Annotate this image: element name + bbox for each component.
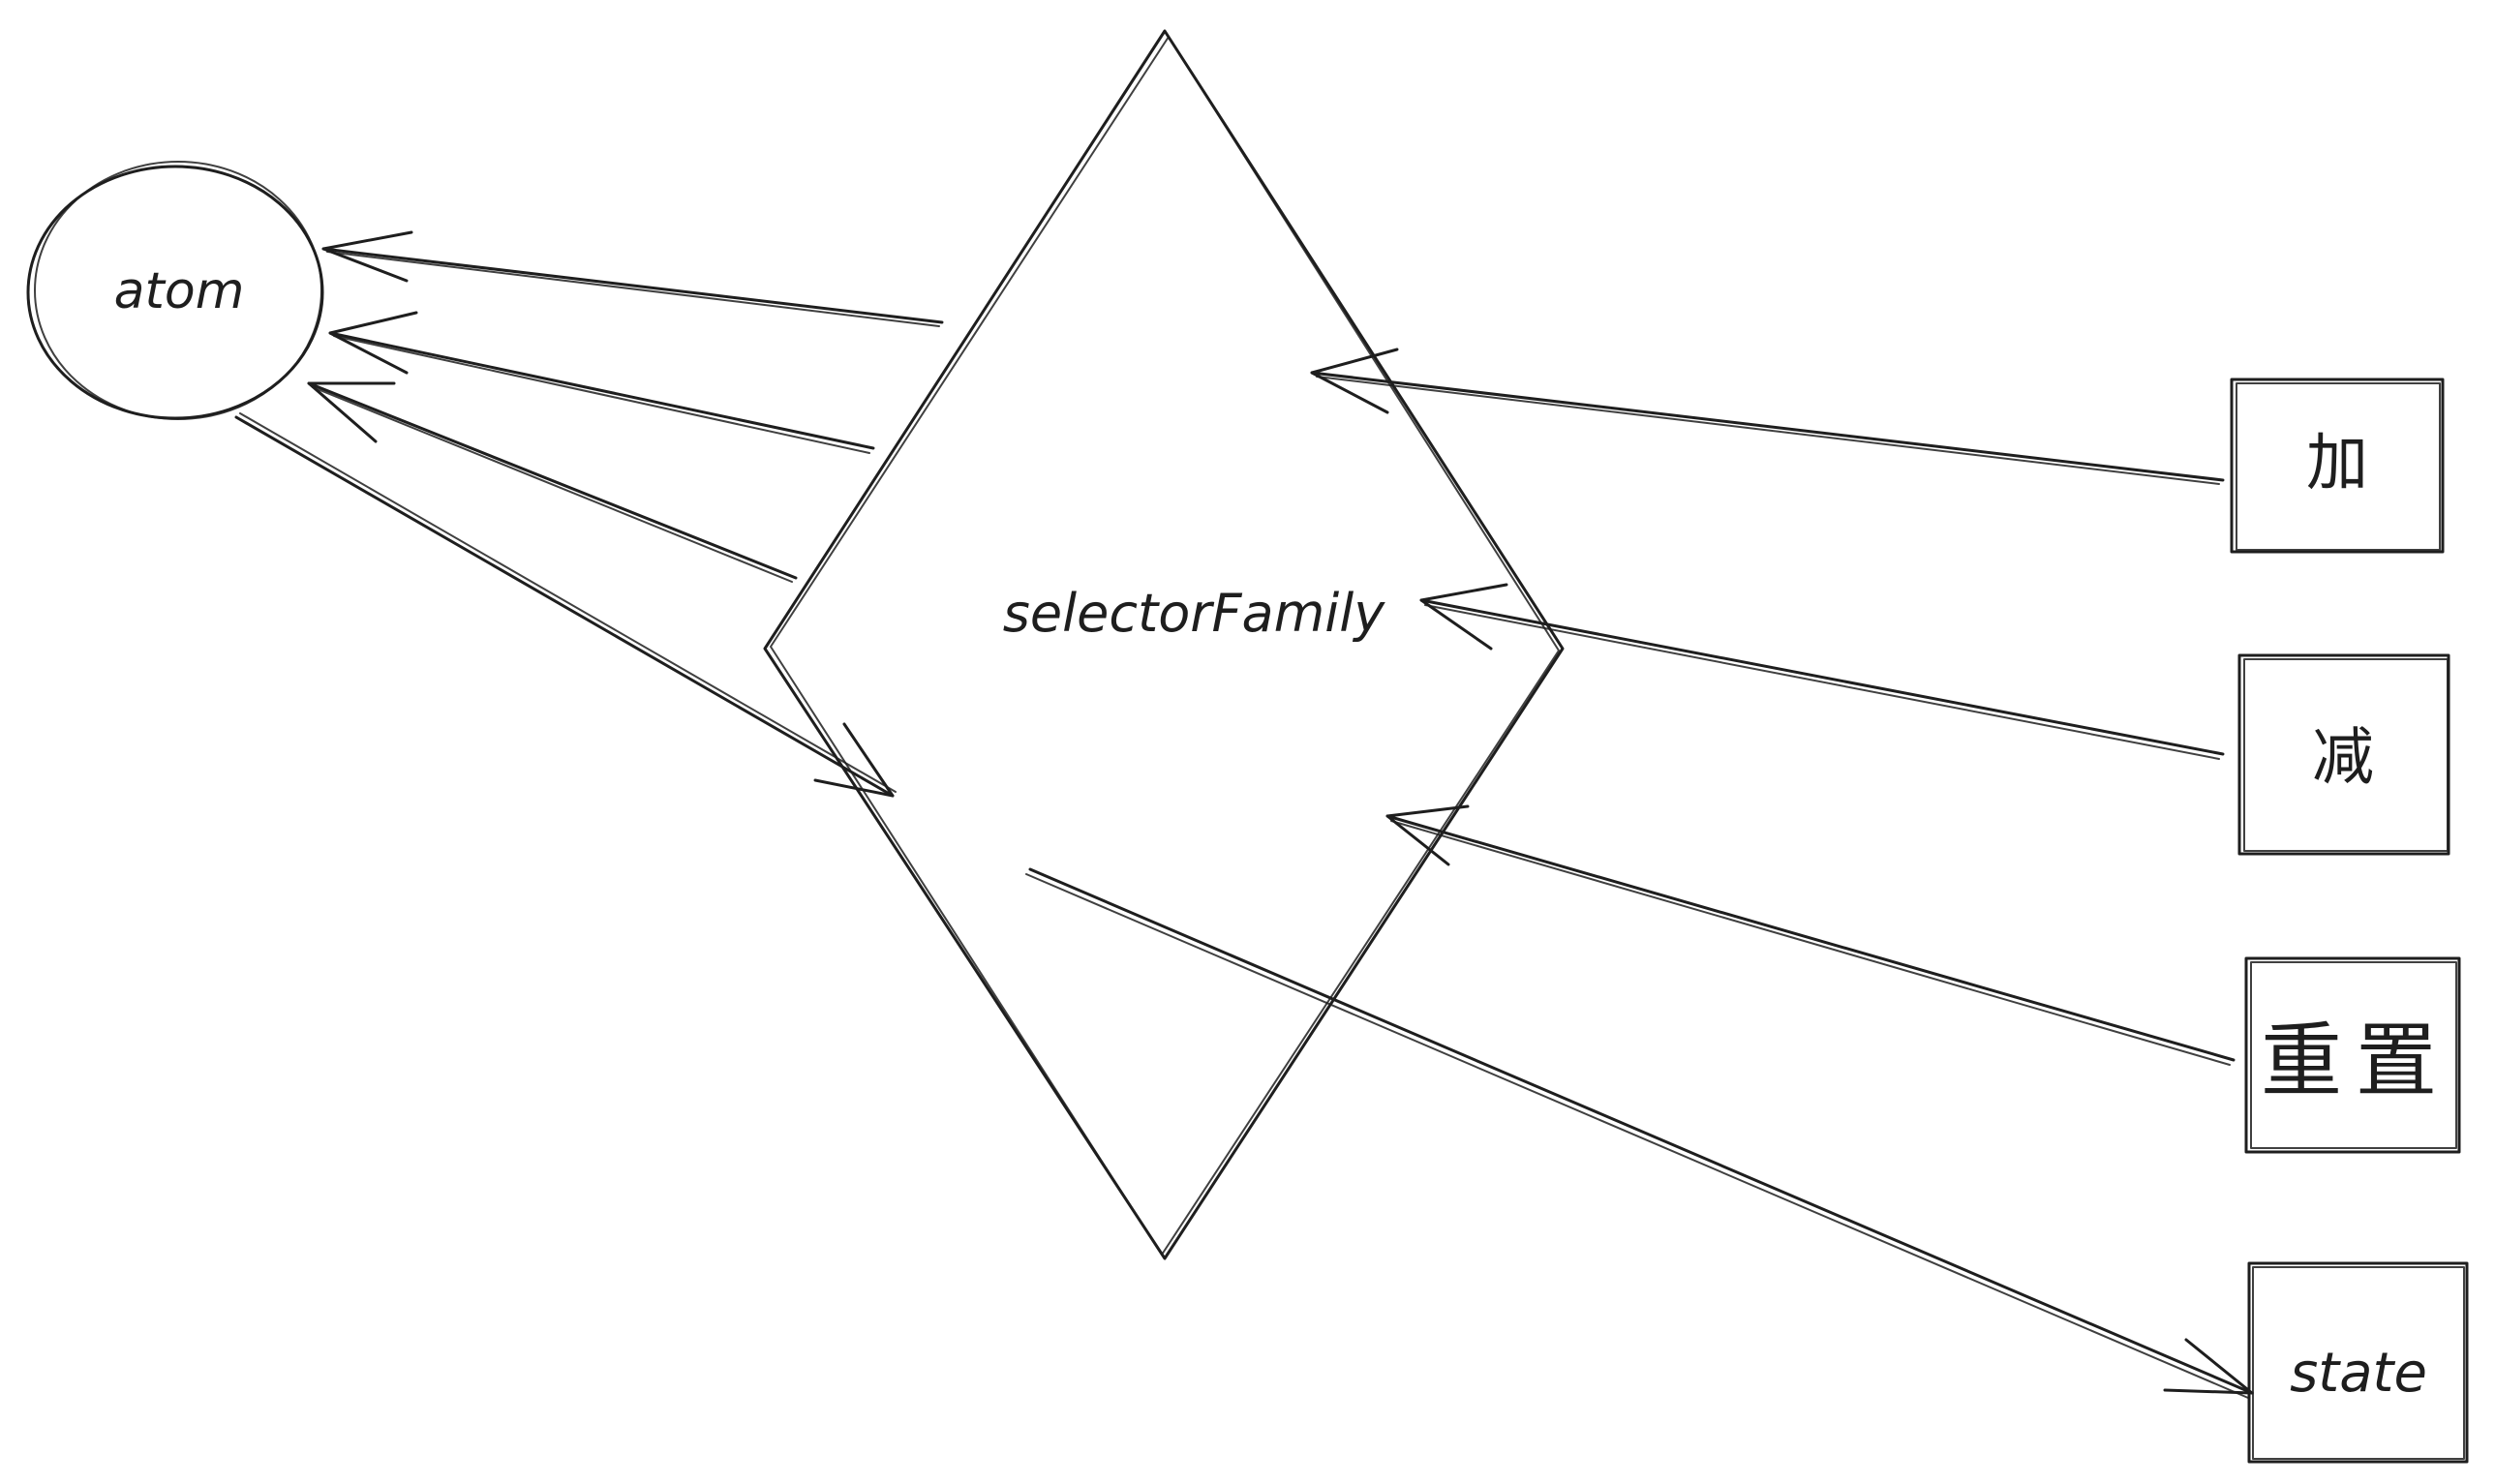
selector-family-label: selectorFamily <box>1003 583 1385 644</box>
state-box <box>2247 1261 2469 1464</box>
add-box-sketch <box>2236 382 2441 551</box>
arrow-selector-to-state <box>1025 867 2254 1399</box>
arrow-line-sketch <box>1025 873 2249 1399</box>
arrow-atom-to-selector <box>234 412 897 798</box>
arrow-selector-to-atom-2 <box>328 311 875 454</box>
atom-circle-sketch <box>34 161 322 420</box>
arrow-line <box>328 331 875 450</box>
state-label: state <box>2290 1342 2427 1405</box>
arrowhead <box>321 230 413 283</box>
arrow-selector-to-atom-1 <box>321 230 944 327</box>
subtract-label: 减 <box>2312 722 2374 794</box>
arrow-line <box>1419 598 2225 756</box>
atom-label: atom <box>114 262 245 320</box>
reset-box-sketch <box>2250 961 2457 1149</box>
arrowhead <box>1385 804 1470 866</box>
arrow-line <box>1385 814 2236 1062</box>
arrowhead <box>307 381 396 443</box>
arrow-reset-to-selector <box>1385 804 2236 1066</box>
reset-box <box>2244 956 2461 1154</box>
arrow-line-sketch <box>1316 376 2220 485</box>
add-node: 加 <box>2230 378 2445 554</box>
selector-family-node: selectorFamily <box>763 29 1565 1260</box>
arrow-line-sketch <box>333 335 870 454</box>
arrow-line <box>1310 371 2225 482</box>
atom-node: atom <box>26 161 324 420</box>
arrow-selector-to-atom-3 <box>307 381 798 583</box>
reset-node: 重置 <box>2244 956 2461 1154</box>
selector-family-diamond <box>763 29 1565 1260</box>
arrow-line-sketch <box>1424 604 2220 760</box>
state-box-sketch <box>2252 1266 2465 1460</box>
arrowhead <box>813 722 895 798</box>
arrow-line-sketch <box>1390 820 2231 1066</box>
subtract-node: 减 <box>2237 653 2450 856</box>
arrow-line <box>1028 867 2254 1395</box>
state-node: state <box>2247 1261 2469 1464</box>
arrowhead <box>1310 348 1399 414</box>
arrow-line-sketch <box>312 386 793 583</box>
subtract-box-sketch <box>2243 658 2449 852</box>
arrow-line-sketch <box>326 251 940 327</box>
arrowhead <box>328 311 418 375</box>
arrow-subtract-to-selector <box>1419 583 2225 760</box>
arrow-line <box>307 381 798 580</box>
arrowhead <box>1419 583 1508 651</box>
arrow-add-to-selector <box>1310 348 2225 485</box>
arrow-line <box>234 415 895 798</box>
add-label: 加 <box>2306 428 2368 500</box>
reset-label: 重置 <box>2261 1014 2450 1108</box>
selector-family-diamond-sketch <box>770 36 1560 1256</box>
arrowhead <box>2163 1338 2254 1395</box>
add-box <box>2230 378 2445 554</box>
arrow-line <box>321 247 944 324</box>
arrow-line-sketch <box>239 412 897 793</box>
